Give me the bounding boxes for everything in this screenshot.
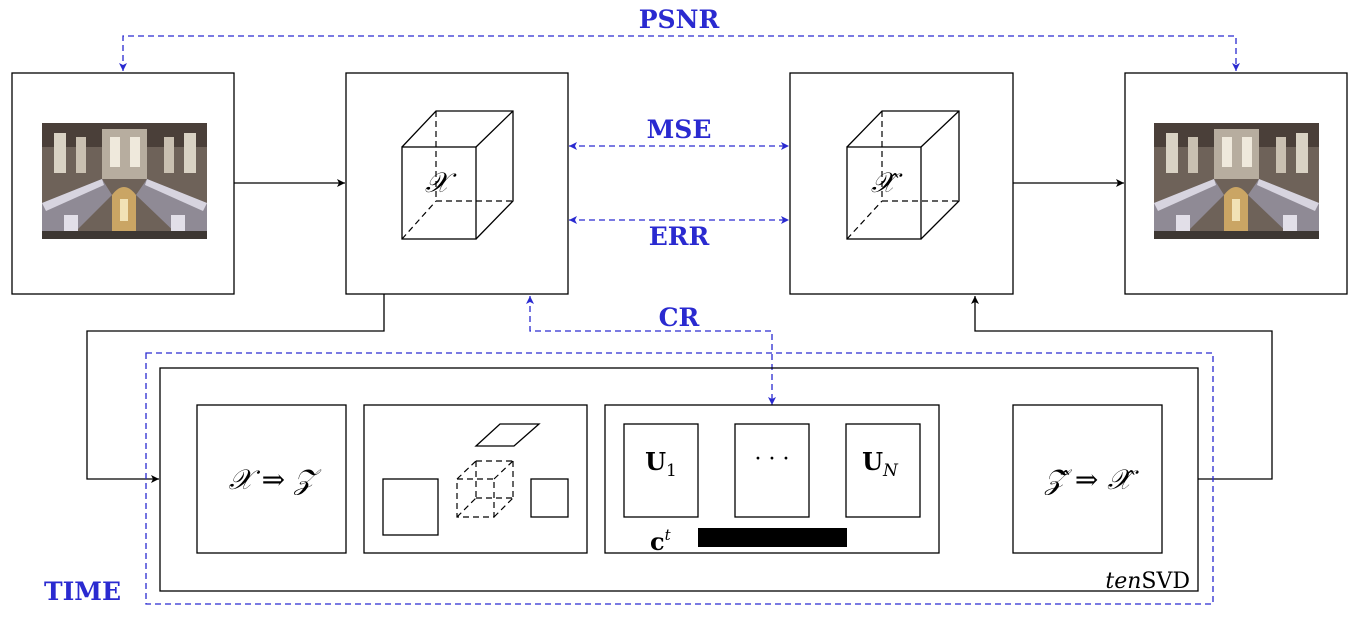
tensvd-box: [159, 367, 1199, 592]
tensor-to-pipeline-arrow: [86, 294, 385, 483]
slice-plane: [474, 423, 541, 447]
psnr-arrow: [119, 35, 1240, 71]
factor-un-label: UN: [862, 447, 899, 481]
photo-thumbnail-icon: [1154, 123, 1319, 239]
inverse-map-box: [1012, 404, 1163, 554]
time-frame: [145, 352, 1214, 605]
factor-un-box: [845, 423, 921, 518]
factor-dots-box: [734, 423, 810, 518]
output-tensor-box: [789, 72, 1014, 295]
photo-thumbnail-icon: [42, 123, 207, 239]
forward-map-box: [196, 404, 347, 554]
slice-square-left: [382, 478, 439, 536]
cr-label: CR: [659, 303, 700, 332]
cube-icon: [401, 110, 514, 240]
cube-icon: [456, 460, 514, 518]
input-tensor-symbol: 𝒳: [425, 166, 457, 199]
output-tensor-symbol: 𝒳̂: [871, 166, 903, 199]
forward-map-label: 𝒳 ⇒ 𝒵: [229, 463, 322, 496]
factor-u1-box: [623, 423, 699, 518]
input-tensor-box: [345, 72, 569, 295]
factor-dots-label: · · ·: [755, 447, 790, 472]
pipeline-to-tensor-arrow: [971, 296, 1273, 480]
slicing-box: [363, 404, 588, 554]
factor-box: [604, 404, 940, 554]
err-label: ERR: [649, 222, 710, 251]
output-image-box: [1124, 72, 1348, 295]
cr-arrow: [526, 296, 776, 405]
slice-square-right: [530, 478, 569, 518]
tensvd-label: tenSVD: [1105, 569, 1190, 594]
mse-label: MSE: [647, 115, 712, 144]
factor-u1-label: U1: [645, 447, 677, 481]
psnr-label: PSNR: [639, 5, 720, 34]
cube-icon: [846, 110, 960, 240]
coeff-label: ct: [650, 526, 672, 556]
inverse-map-label: 𝒵̂ ⇒ 𝒳̂: [1044, 463, 1140, 496]
time-label: TIME: [44, 577, 121, 606]
coeff-bar: [698, 528, 847, 547]
